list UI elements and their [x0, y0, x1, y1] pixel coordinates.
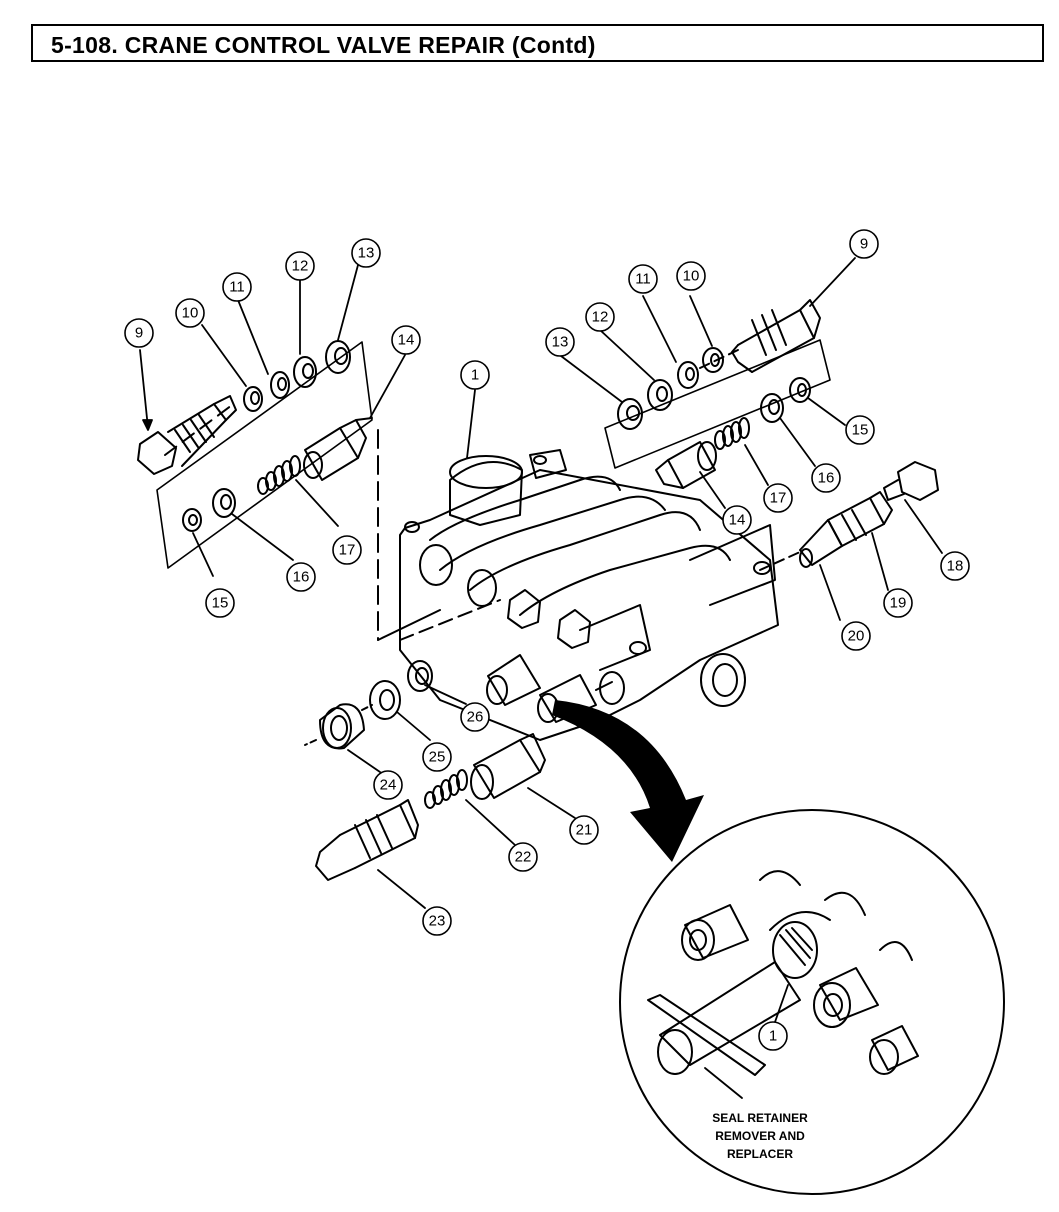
callout-left-10: 10: [182, 305, 199, 322]
right-plug-part-18: [883, 461, 939, 501]
callout-lower-23: 23: [429, 913, 446, 930]
tool-label-line-1: SEAL RETAINER: [712, 1111, 808, 1125]
lower-valve-part-23: [315, 799, 419, 881]
callout-right-15: 15: [852, 422, 869, 439]
lower-seal-parts: [304, 660, 433, 750]
callout-left-9: 9: [135, 325, 143, 342]
callout-left-16: 16: [293, 569, 310, 586]
leader-lines: [139, 257, 943, 1099]
detail-curved-arrow: [552, 700, 704, 862]
left-spring-part-17: [257, 455, 301, 495]
callout-lower-22: 22: [515, 849, 532, 866]
left-washers-10-13: [243, 340, 351, 412]
lower-spring-part-22: [424, 769, 468, 809]
callout-right-14: 14: [729, 512, 746, 529]
callout-left-11: 11: [229, 279, 245, 296]
callout-right-11: 11: [635, 271, 651, 288]
callout-lower-21: 21: [576, 822, 593, 839]
callout-right-10: 10: [683, 268, 700, 285]
callout-right-12: 12: [592, 309, 609, 326]
callout-lower-26: 26: [467, 709, 484, 726]
valve-body: [399, 449, 779, 741]
callout-right-20: 20: [848, 628, 865, 645]
callout-left-15: 15: [212, 595, 229, 612]
callout-left-13: 13: [358, 245, 375, 262]
callout-right-16: 16: [818, 470, 835, 487]
left-plug-part-9: [137, 395, 237, 475]
callout-left-14: 14: [398, 332, 415, 349]
callout-body-1: 1: [471, 367, 479, 384]
detail-view-parts: [647, 870, 919, 1076]
callout-right-13: 13: [552, 334, 569, 351]
right-valve-part-9: [731, 299, 821, 373]
callout-right-9: 9: [860, 236, 868, 253]
right-spool-part-14: [655, 441, 717, 489]
callout-lower-25: 25: [429, 749, 446, 766]
callout-right-19: 19: [890, 595, 907, 612]
callout-left-17: 17: [339, 542, 356, 559]
callout-lower-24: 24: [380, 777, 397, 794]
right-spring-part-17: [714, 417, 750, 450]
detail-view-circle: [619, 809, 1005, 1195]
callout-right-17: 17: [770, 490, 787, 507]
left-spool-part-14: [303, 417, 373, 481]
left-group-plate: [156, 341, 373, 569]
page-title: 5-108. CRANE CONTROL VALVE REPAIR (Contd…: [51, 32, 596, 58]
callout-right-18: 18: [947, 558, 964, 575]
section-header: 5-108. CRANE CONTROL VALVE REPAIR (Contd…: [31, 24, 1044, 62]
callout-detail-1: 1: [769, 1028, 777, 1045]
right-spool-part-20: [799, 519, 843, 568]
callout-left-12: 12: [292, 258, 309, 275]
tool-label-line-2: REMOVER AND: [715, 1129, 805, 1143]
tool-label-line-3: REPLACER: [727, 1147, 793, 1161]
lower-spool-part-21: [470, 733, 546, 800]
lower-spools: [486, 654, 613, 723]
